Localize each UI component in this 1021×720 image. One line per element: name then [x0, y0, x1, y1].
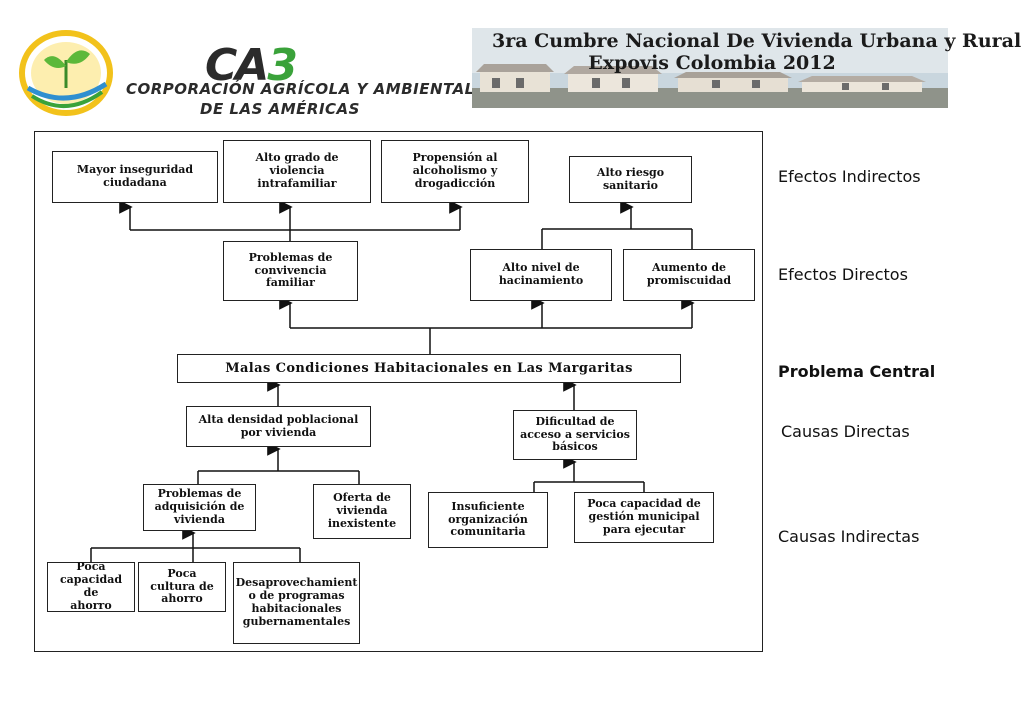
- indirect-cause-box: Insuficiente organización comunitaria: [428, 492, 548, 548]
- banner-title-line2: Expovis Colombia 2012: [588, 52, 836, 74]
- indirect-cause-box: Poca cultura de ahorro: [138, 562, 226, 612]
- problem-tree-frame: [34, 131, 763, 652]
- label-indirect-effects: Efectos Indirectos: [778, 167, 921, 186]
- problem-tree-connectors: [90, 200, 695, 562]
- indirect-effect-box: Alto grado de violencia intrafamiliar: [223, 140, 371, 203]
- indirect-cause-box: Poca capacidad de gestión municipal para…: [574, 492, 714, 543]
- indirect-cause-box: Problemas de adquisición de vivienda: [143, 484, 256, 531]
- banner-title-line1: 3ra Cumbre Nacional De Vivienda Urbana y…: [492, 30, 1021, 52]
- direct-cause-box: Alta densidad poblacional por vivienda: [186, 406, 371, 447]
- indirect-effect-box: Alto riesgo sanitario: [569, 156, 692, 203]
- event-banner: 3ra Cumbre Nacional De Vivienda Urbana y…: [472, 28, 1021, 108]
- indirect-effect-box: Propensión al alcoholismo y drogadicción: [381, 140, 529, 203]
- header: CA3 CORPORACIÓN AGRÍCOLA Y AMBIENTAL DE …: [0, 0, 1021, 120]
- indirect-effect-box: Mayor inseguridad ciudadana: [52, 151, 218, 203]
- label-direct-effects: Efectos Directos: [778, 265, 908, 284]
- central-problem-box: Malas Condiciones Habitacionales en Las …: [177, 354, 681, 383]
- indirect-cause-box: Poca capacidad de ahorro: [47, 560, 135, 612]
- direct-effect-box: Problemas de convivencia familiar: [223, 241, 358, 301]
- houses-photo-icon: [472, 28, 948, 108]
- indirect-cause-box: Desaprovechamient o de programas habitac…: [233, 562, 360, 644]
- indirect-cause-box: Oferta de vivienda inexistente: [313, 484, 411, 539]
- direct-effect-box: Aumento de promiscuidad: [623, 249, 755, 301]
- label-indirect-causes: Causas Indirectas: [778, 527, 920, 546]
- label-direct-causes: Causas Directas: [781, 422, 910, 441]
- direct-cause-box: Dificultad de acceso a servicios básicos: [513, 410, 637, 460]
- company-logo-mark: CA3: [205, 40, 298, 91]
- label-central-problem: Problema Central: [778, 362, 936, 381]
- leaf-sun-logo-icon: [19, 30, 113, 116]
- direct-effect-box: Alto nivel de hacinamiento: [470, 249, 612, 301]
- logo-mark-text: CA: [205, 40, 269, 91]
- company-name-line2: DE LAS AMÉRICAS: [200, 100, 360, 118]
- logo-mark-number: 3: [267, 40, 298, 91]
- company-name-line1: CORPORACIÓN AGRÍCOLA Y AMBIENTAL: [126, 80, 475, 98]
